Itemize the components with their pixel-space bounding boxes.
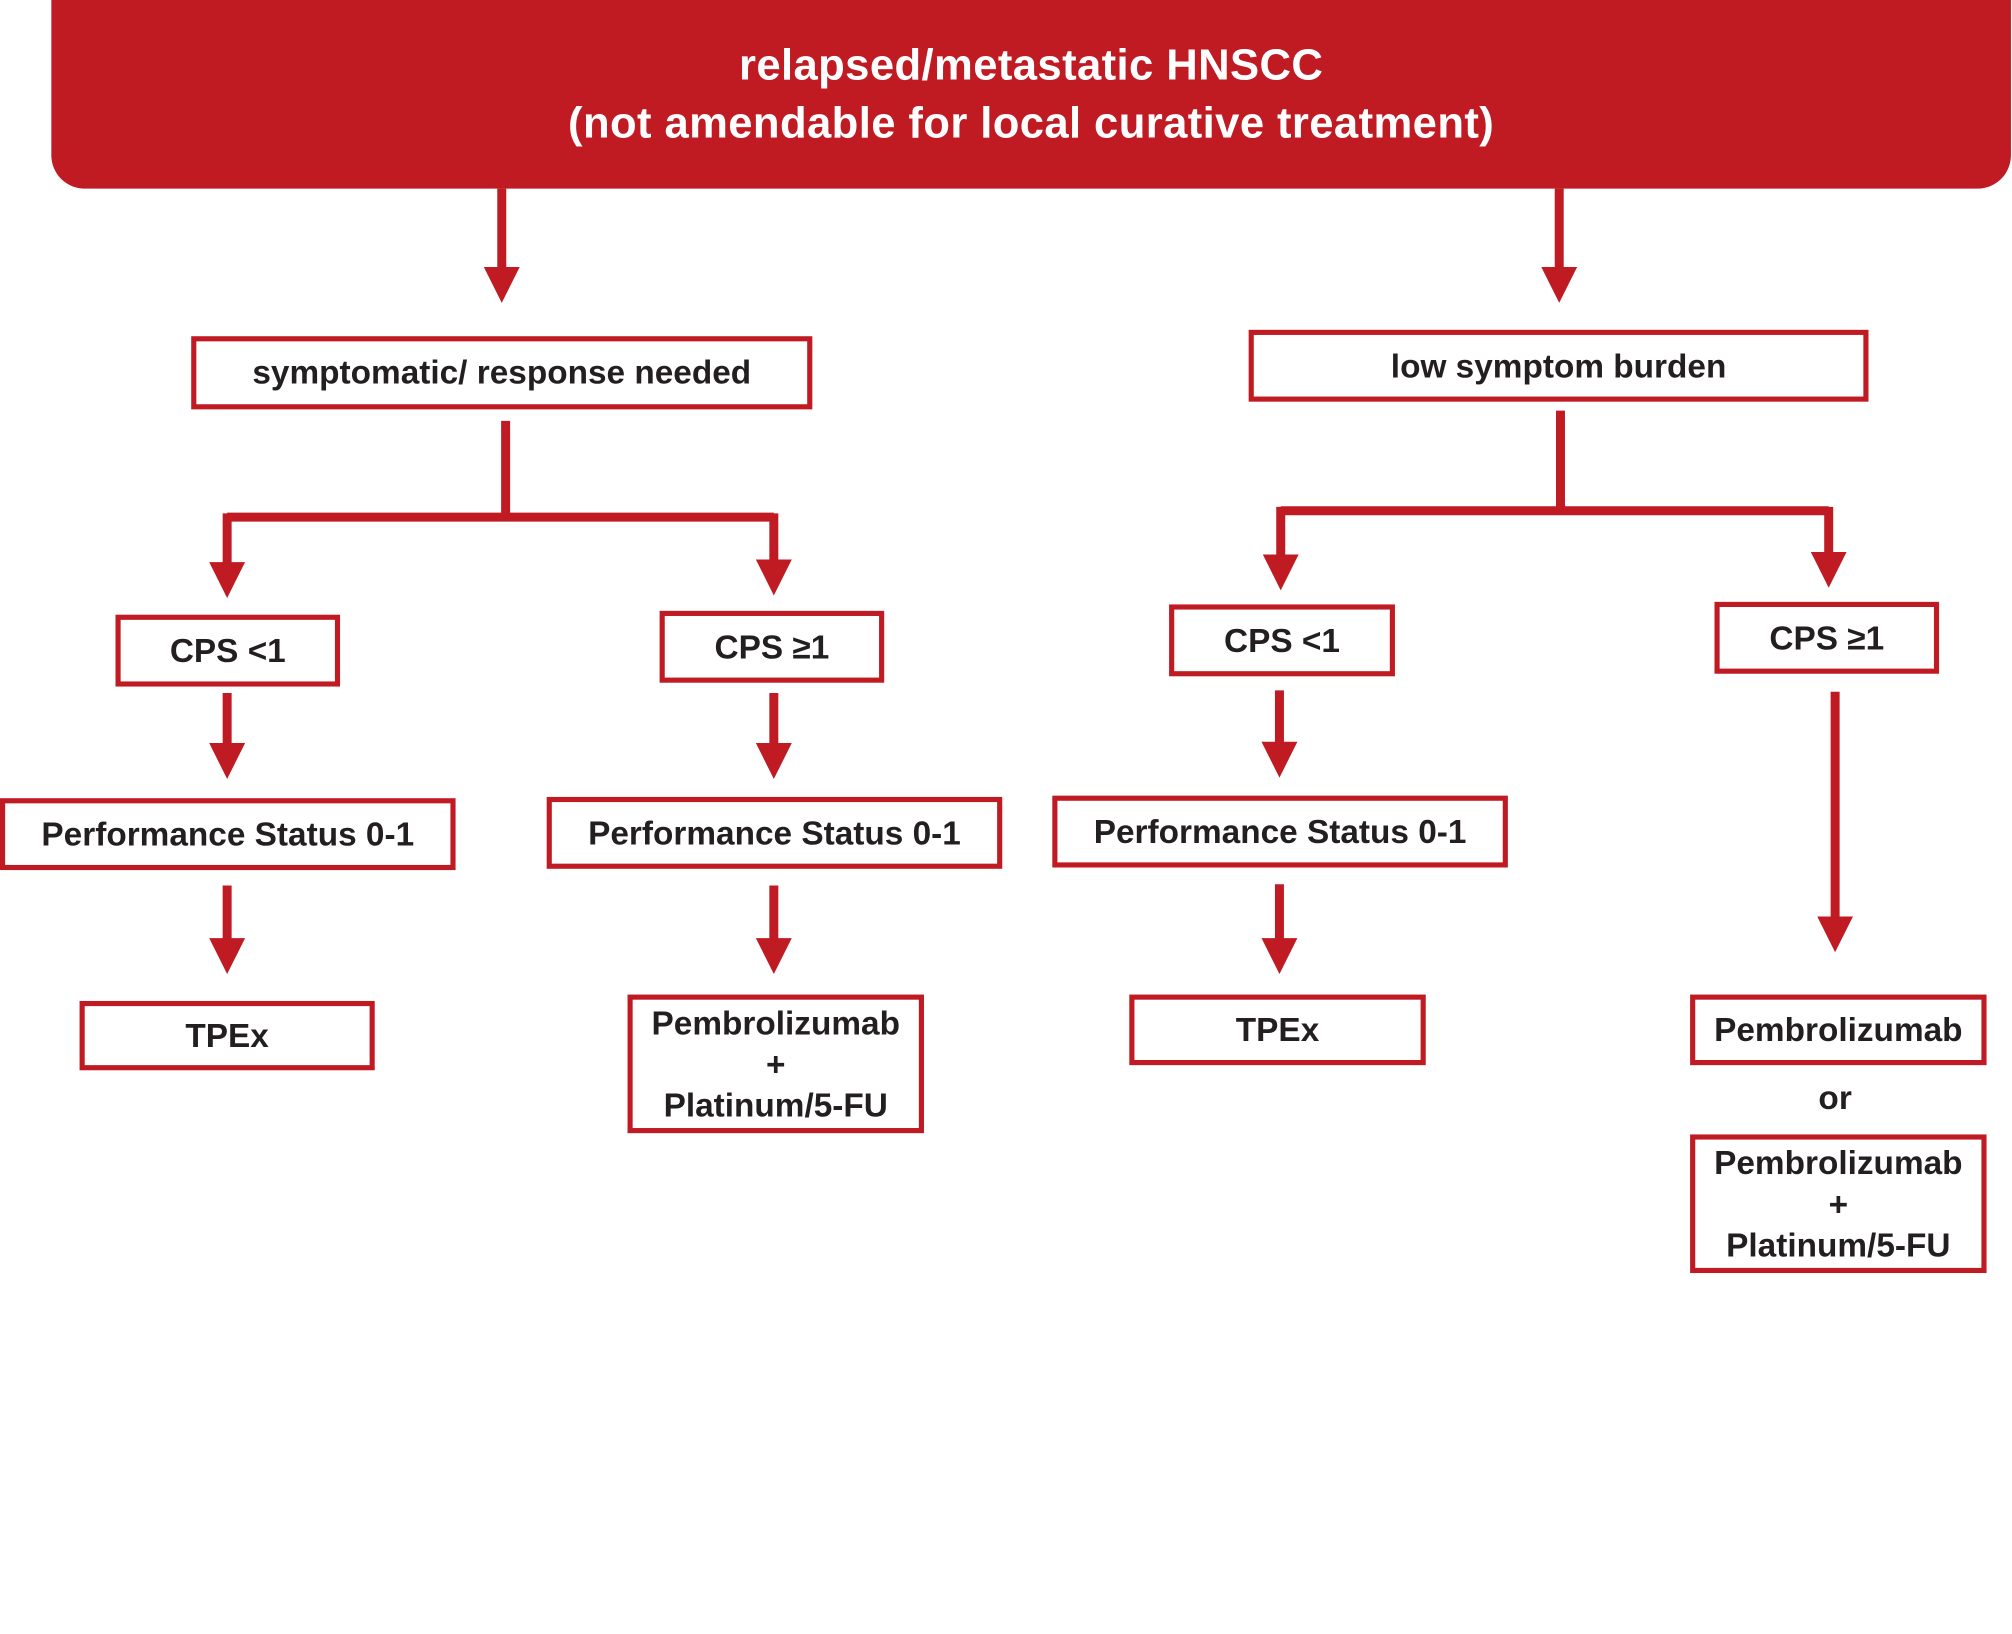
right-tpex-box: TPEx (1129, 994, 1426, 1066)
low-burden-box: low symptom burden (1248, 329, 1869, 402)
connector-arrows (209, 188, 1854, 975)
banner-title: relapsed/metastatic HNSCC (738, 40, 1324, 90)
treatment-line: Pembrolizumab (1714, 1143, 1963, 1182)
left-tpex-label: TPEx (185, 1015, 269, 1055)
right-cps-low-label: CPS <1 (1224, 620, 1340, 659)
right-cps-high-box: CPS ≥1 (1714, 601, 1940, 674)
right-cps-low-box: CPS <1 (1169, 604, 1395, 677)
right-low-ps-box: Performance Status 0-1 (1052, 795, 1508, 868)
left-low-ps-label: Performance Status 0-1 (41, 814, 415, 853)
right-pembro-box: Pembrolizumab (1690, 994, 1987, 1066)
treatment-line: Platinum/5-FU (1726, 1225, 1951, 1265)
treatment-plus: + (766, 1044, 786, 1084)
left-cps-low-box: CPS <1 (115, 614, 341, 687)
symptomatic-label: symptomatic/ response needed (252, 352, 752, 392)
low-burden-label: low symptom burden (1390, 345, 1727, 385)
left-high-ps-label: Performance Status 0-1 (588, 812, 961, 852)
symptomatic-box: symptomatic/ response needed (191, 336, 813, 410)
treatment-line: Platinum/5-FU (663, 1085, 888, 1125)
right-pembro-label: Pembrolizumab (1714, 1009, 1963, 1049)
right-pembro-platinum-box: Pembrolizumab + Platinum/5-FU (1690, 1134, 1987, 1274)
left-cps-high-label: CPS ≥1 (714, 626, 830, 666)
left-cps-high-box: CPS ≥1 (659, 610, 885, 683)
treatment-plus: + (1828, 1184, 1849, 1223)
treatment-line: Pembrolizumab (651, 1003, 900, 1043)
left-tpex-box: TPEx (79, 1000, 375, 1071)
right-cps-high-label: CPS ≥1 (1769, 617, 1885, 657)
header-banner: relapsed/metastatic HNSCC (not amendable… (51, 0, 2011, 189)
banner-subtitle: (not amendable for local curative treatm… (568, 98, 1495, 147)
left-low-ps-box: Performance Status 0-1 (0, 798, 456, 871)
left-cps-low-label: CPS <1 (169, 630, 286, 670)
right-low-ps-label: Performance Status 0-1 (1093, 811, 1467, 851)
left-high-ps-box: Performance Status 0-1 (546, 796, 1003, 869)
or-connector: or (1818, 1077, 1852, 1117)
left-pembro-platinum-box: Pembrolizumab + Platinum/5-FU (627, 994, 924, 1134)
right-tpex-label: TPEx (1235, 1009, 1320, 1049)
